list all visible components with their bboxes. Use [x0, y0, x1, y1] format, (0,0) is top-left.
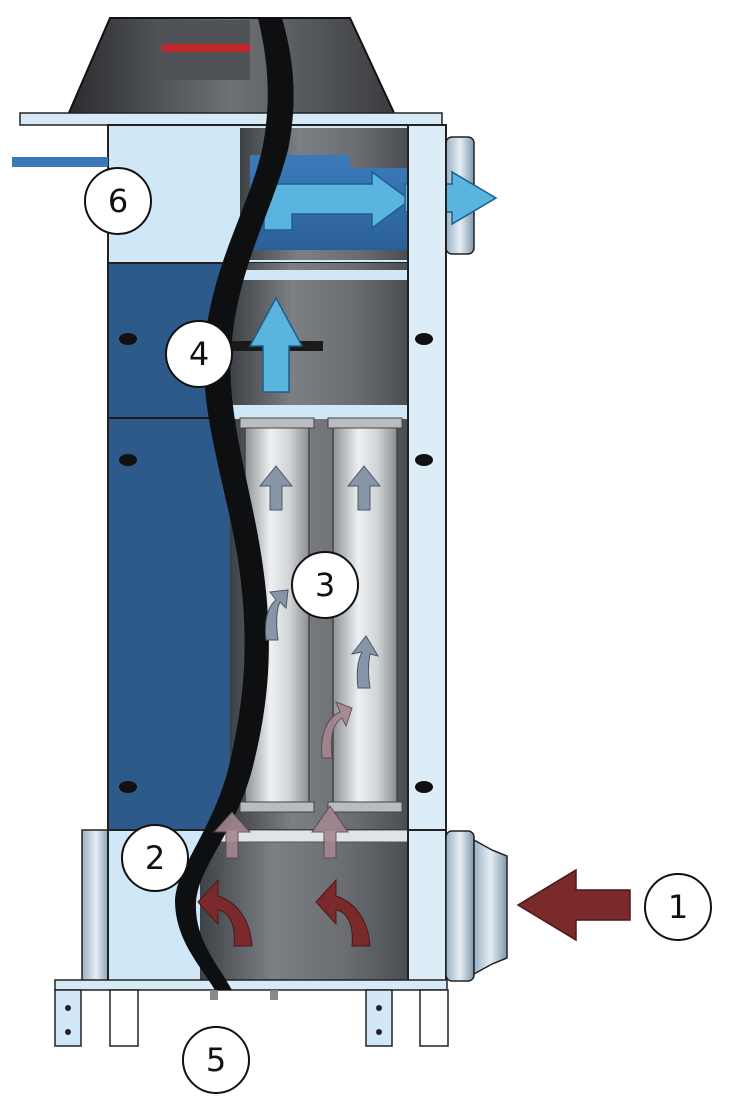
- callout-inlet: 1: [644, 873, 712, 941]
- air-rising-arrows: [212, 701, 353, 859]
- callout-plenum-label: 4: [189, 335, 209, 373]
- callout-inlet-label: 1: [668, 888, 688, 926]
- callout-base: 5: [182, 1026, 250, 1094]
- housing-latches: [119, 333, 433, 793]
- callout-base-label: 5: [206, 1041, 226, 1079]
- filtered-air-arrows: [258, 465, 382, 689]
- dirty-air-inlet-arrow: [516, 868, 631, 942]
- callout-clean-air-plenum: 4: [165, 320, 233, 388]
- cutaway-edge: [175, 18, 294, 990]
- callout-outlet-label: 6: [108, 182, 128, 220]
- fan-hood: [19, 17, 443, 126]
- dirty-air-internal-arrows: [197, 878, 371, 947]
- callout-prefilter: 2: [121, 824, 189, 892]
- base-stand: [54, 979, 449, 1047]
- callout-outlet: 6: [84, 167, 152, 235]
- inlet-flange: [445, 830, 475, 982]
- clean-air-up-arrow: [248, 296, 304, 393]
- callout-prefilter-label: 2: [145, 839, 165, 877]
- callout-filters-label: 3: [315, 566, 335, 604]
- inlet-chamber: [81, 829, 508, 983]
- callout-filter-cartridges: 3: [291, 551, 359, 619]
